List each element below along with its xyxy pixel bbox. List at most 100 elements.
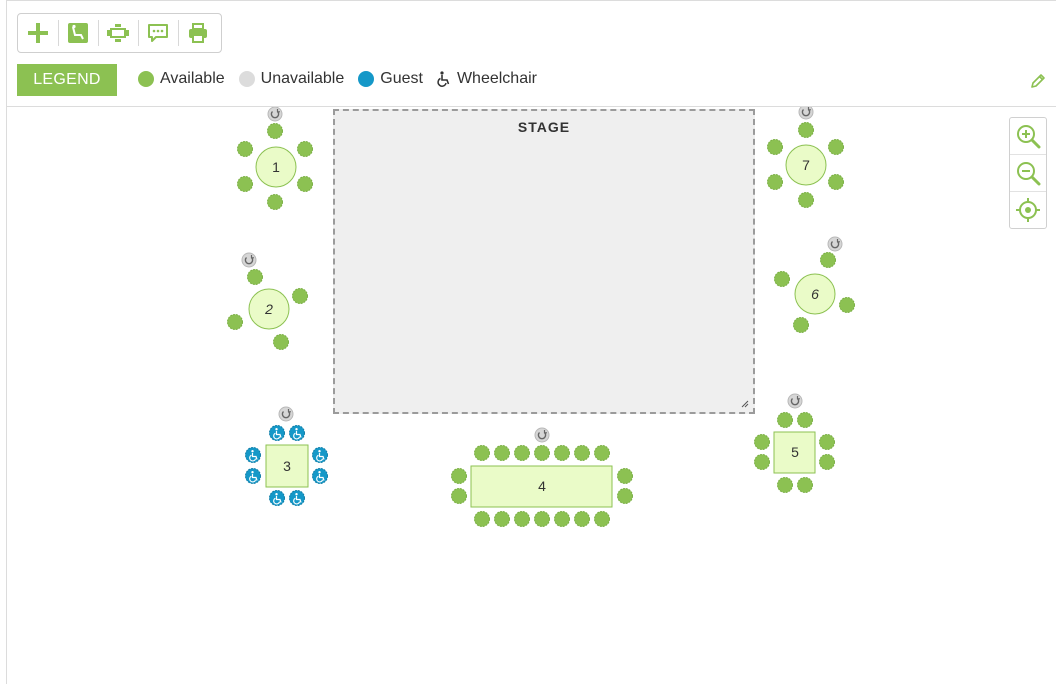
- seat[interactable]: [514, 511, 530, 527]
- crosshair-icon: [1016, 198, 1040, 222]
- rotate-handle-icon[interactable]: [798, 107, 814, 120]
- table-number: 2: [264, 301, 273, 317]
- guest-seat[interactable]: [245, 447, 261, 463]
- seat[interactable]: [754, 434, 770, 450]
- seat[interactable]: [754, 454, 770, 470]
- seat[interactable]: [617, 468, 633, 484]
- seat[interactable]: [767, 139, 783, 155]
- table-2[interactable]: 2: [227, 252, 308, 350]
- seat[interactable]: [777, 412, 793, 428]
- seat-button[interactable]: [58, 14, 98, 52]
- table-6[interactable]: 6: [774, 236, 855, 333]
- wheelchair-icon: [273, 493, 282, 505]
- seat[interactable]: [820, 252, 836, 268]
- seat[interactable]: [793, 317, 809, 333]
- seat[interactable]: [797, 412, 813, 428]
- guest-seat[interactable]: [312, 468, 328, 484]
- seat[interactable]: [797, 477, 813, 493]
- zoom-in-button[interactable]: [1010, 118, 1046, 155]
- seat[interactable]: [828, 139, 844, 155]
- recenter-button[interactable]: [1010, 192, 1046, 228]
- seat[interactable]: [474, 445, 490, 461]
- seat[interactable]: [819, 454, 835, 470]
- stage[interactable]: STAGE: [333, 109, 755, 414]
- table-7[interactable]: 7: [767, 107, 844, 208]
- seat[interactable]: [574, 445, 590, 461]
- wheelchair-icon: [437, 71, 450, 87]
- seat[interactable]: [819, 434, 835, 450]
- legend-available: Available: [138, 70, 225, 88]
- seat[interactable]: [798, 122, 814, 138]
- seat[interactable]: [451, 488, 467, 504]
- seat[interactable]: [617, 488, 633, 504]
- seat[interactable]: [474, 511, 490, 527]
- zoom-in-icon: [1017, 125, 1041, 149]
- seat[interactable]: [237, 141, 253, 157]
- seat[interactable]: [247, 269, 263, 285]
- seat[interactable]: [534, 445, 550, 461]
- seat[interactable]: [828, 174, 844, 190]
- seat[interactable]: [494, 511, 510, 527]
- stage-label: STAGE: [517, 119, 571, 135]
- seat[interactable]: [494, 445, 510, 461]
- seat[interactable]: [227, 314, 243, 330]
- seat[interactable]: [574, 511, 590, 527]
- seat[interactable]: [798, 192, 814, 208]
- seat[interactable]: [267, 194, 283, 210]
- legend: Available Unavailable Guest Wheelchair: [138, 68, 537, 90]
- print-button[interactable]: [178, 14, 218, 52]
- rotate-handle-icon[interactable]: [241, 252, 257, 268]
- edit-button[interactable]: [1029, 72, 1047, 95]
- seat[interactable]: [292, 288, 308, 304]
- table-3[interactable]: 3: [245, 406, 328, 506]
- seat[interactable]: [839, 297, 855, 313]
- legend-wheelchair: Wheelchair: [437, 70, 537, 88]
- seat[interactable]: [767, 174, 783, 190]
- tables-layer: 1 2 3 4 5 6 7: [227, 107, 855, 527]
- seat[interactable]: [594, 511, 610, 527]
- seat[interactable]: [774, 271, 790, 287]
- guest-seat[interactable]: [289, 425, 305, 441]
- seat[interactable]: [594, 445, 610, 461]
- floor-plan-canvas[interactable]: STAGE 1 2 3 4 5 6 7: [7, 107, 1056, 684]
- rotate-handle-icon[interactable]: [787, 393, 803, 409]
- guest-seat[interactable]: [245, 468, 261, 484]
- add-button[interactable]: [18, 14, 58, 52]
- table-setup-button[interactable]: [98, 14, 138, 52]
- seat[interactable]: [297, 141, 313, 157]
- wheelchair-icon: [293, 493, 302, 505]
- guest-seat[interactable]: [289, 490, 305, 506]
- resize-grip-icon[interactable]: [741, 400, 749, 408]
- seat[interactable]: [534, 511, 550, 527]
- rotate-handle-icon[interactable]: [827, 236, 843, 252]
- seat[interactable]: [237, 176, 253, 192]
- seat[interactable]: [451, 468, 467, 484]
- table-number: 4: [538, 478, 546, 494]
- seat[interactable]: [273, 334, 289, 350]
- table-4[interactable]: 4: [451, 427, 633, 527]
- zoom-out-button[interactable]: [1010, 155, 1046, 192]
- rotate-handle-icon[interactable]: [278, 406, 294, 422]
- table-1[interactable]: 1: [237, 107, 313, 210]
- plus-icon: [28, 23, 48, 43]
- guest-seat[interactable]: [269, 490, 285, 506]
- wheelchair-icon: [249, 450, 258, 462]
- guest-seat[interactable]: [269, 425, 285, 441]
- guest-dot-icon: [358, 71, 375, 87]
- pencil-icon: [1031, 74, 1045, 88]
- seat[interactable]: [554, 445, 570, 461]
- comments-button[interactable]: [138, 14, 178, 52]
- legend-button[interactable]: LEGEND: [17, 64, 117, 96]
- seat[interactable]: [267, 123, 283, 139]
- table-number: 1: [272, 159, 280, 175]
- seat[interactable]: [297, 176, 313, 192]
- seat[interactable]: [514, 445, 530, 461]
- seat[interactable]: [777, 477, 793, 493]
- wheelchair-icon: [273, 428, 282, 440]
- seat[interactable]: [554, 511, 570, 527]
- rotate-handle-icon[interactable]: [534, 427, 550, 443]
- rotate-handle-icon[interactable]: [267, 107, 283, 122]
- table-5[interactable]: 5: [754, 393, 835, 493]
- guest-seat[interactable]: [312, 447, 328, 463]
- table-number: 7: [802, 157, 810, 173]
